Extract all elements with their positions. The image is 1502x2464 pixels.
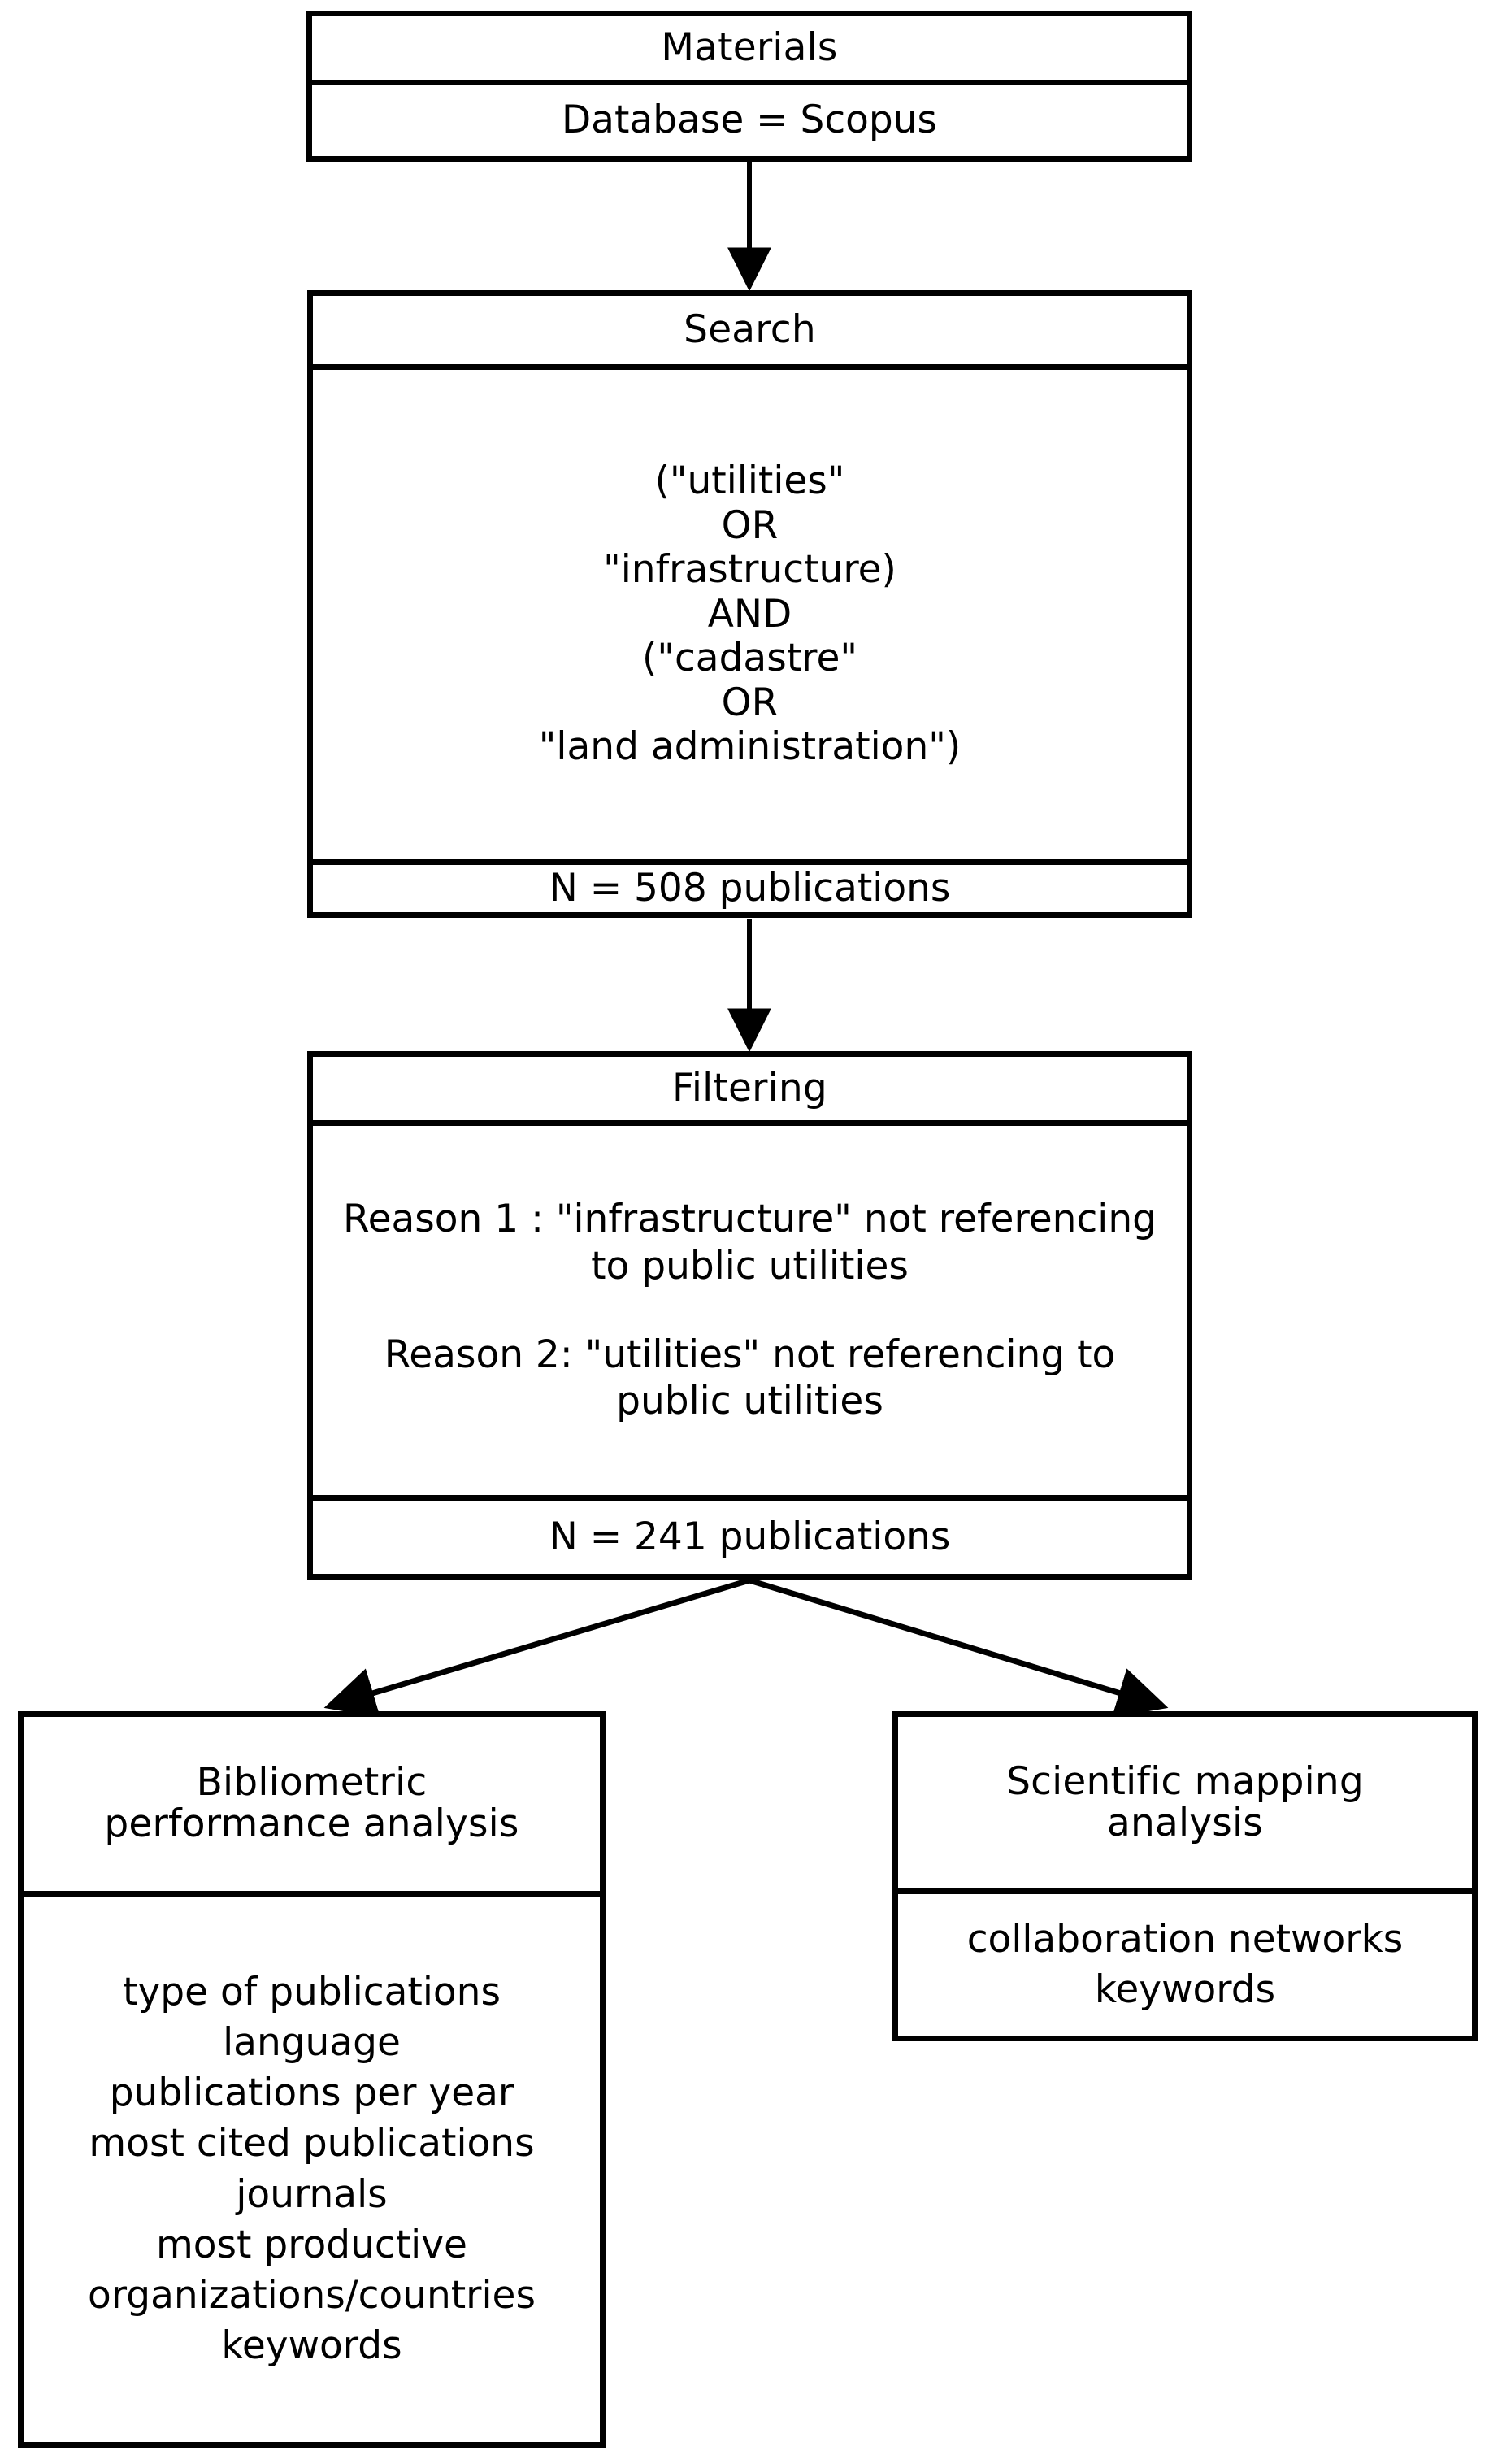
node-filtering-header-label: Filtering [672,1065,827,1110]
node-bibliometric-item: most productive [156,2222,467,2267]
node-filtering-reasons: Reason 1 : "infrastructure" not referenc… [313,1126,1187,1501]
node-materials-header: Materials [312,16,1187,85]
edge-filtering-to-scientific [748,1577,1169,1718]
node-bibliometric-analysis: Bibliometric performance analysis type o… [18,1711,606,2448]
node-scientific-header: Scientific mapping analysis [898,1717,1472,1894]
node-filtering-count: N = 241 publications [313,1501,1187,1574]
node-bibliometric-item: keywords [221,2323,402,2368]
node-bibliometric-items: type of publications language publicatio… [24,1897,600,2442]
node-search-count: N = 508 publications [313,865,1187,912]
node-filtering: Filtering Reason 1 : "infrastructure" no… [307,1051,1192,1580]
node-materials-body: Database = Scopus [312,85,1187,156]
node-bibliometric-header: Bibliometric performance analysis [24,1717,600,1897]
node-bibliometric-item: most cited publications [89,2121,535,2166]
node-search: Search ("utilities" OR "infrastructure) … [307,290,1192,918]
node-filtering-reason: Reason 2: "utilities" not referencing to… [384,1332,1116,1424]
node-bibliometric-item: language [223,2020,401,2066]
node-scientific-mapping-analysis: Scientific mapping analysis collaboratio… [892,1711,1478,2041]
node-scientific-item: keywords [1094,1967,1276,2012]
node-search-query-line: OR [721,680,779,725]
node-search-query: ("utilities" OR "infrastructure) AND ("c… [313,370,1187,865]
node-bibliometric-item: type of publications [123,1970,501,2015]
node-filtering-count-label: N = 241 publications [549,1514,951,1559]
node-search-query-line: OR [721,502,779,548]
node-search-query-line: "infrastructure) [603,547,896,593]
node-bibliometric-item: journals [236,2171,388,2217]
edge-filtering-to-bibliometric [323,1577,751,1718]
node-bibliometric-item: publications per year [109,2071,514,2116]
node-search-query-line: ("utilities" [654,458,845,504]
node-bibliometric-header-label: Bibliometric performance analysis [104,1760,519,1846]
node-materials-body-label: Database = Scopus [561,98,938,143]
node-search-header-label: Search [684,306,816,352]
node-search-count-label: N = 508 publications [549,865,951,910]
node-filtering-reason: Reason 1 : "infrastructure" not referenc… [343,1197,1157,1288]
node-scientific-items: collaboration networks keywords [898,1894,1472,2036]
node-filtering-header: Filtering [313,1057,1187,1126]
node-materials-header-label: Materials [661,24,838,70]
node-search-header: Search [313,296,1187,370]
node-scientific-header-label: Scientific mapping analysis [1006,1758,1364,1845]
node-search-query-line: ("cadastre" [642,636,857,681]
node-bibliometric-item: organizations/countries [88,2272,536,2318]
node-search-query-line: "land administration") [538,724,962,770]
node-materials: Materials Database = Scopus [306,11,1192,162]
node-search-query-line: AND [707,591,792,637]
node-scientific-item: collaboration networks [966,1916,1404,1962]
